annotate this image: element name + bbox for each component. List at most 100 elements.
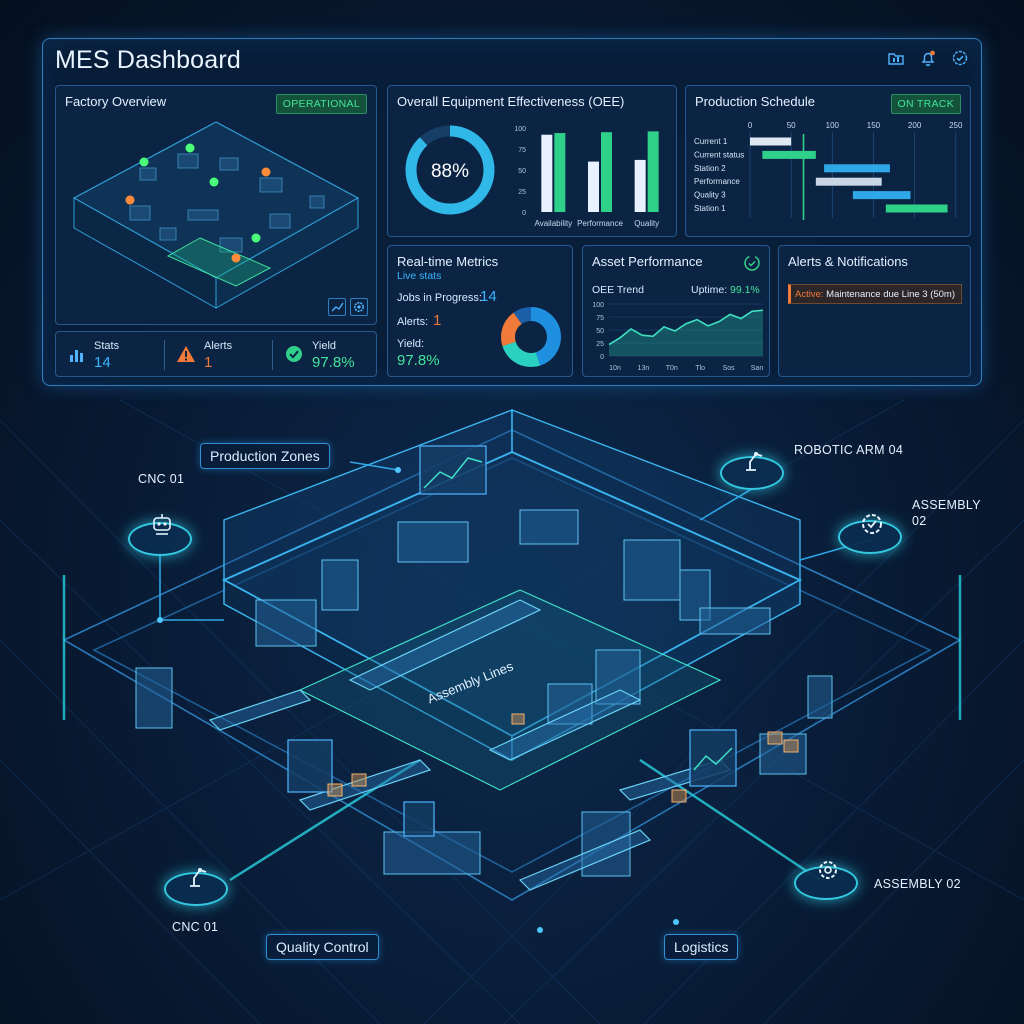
alerts-title: Alerts & Notifications xyxy=(788,254,908,269)
alert-item[interactable]: Active: Maintenance due Line 3 (50m) xyxy=(788,284,962,304)
check-circle-icon xyxy=(286,346,302,362)
asset-y-tick-label: 0 xyxy=(600,354,604,361)
schedule-row-label: Station 2 xyxy=(694,164,726,173)
bell-icon[interactable] xyxy=(919,49,937,67)
metrics-donut-slice xyxy=(501,307,561,367)
schedule-row-label: Current status xyxy=(694,150,744,159)
oee-y-tick-label: 0 xyxy=(522,210,526,217)
asset-x-tick-label: T0n xyxy=(666,365,678,372)
asset-x-tick-label: 13n xyxy=(638,365,650,372)
robotic-arm-node[interactable] xyxy=(720,452,784,490)
robot-icon xyxy=(153,514,171,535)
stat-alerts-label: Alerts xyxy=(204,340,233,352)
stat-yield-value: 97.8% xyxy=(312,354,355,371)
gear-icon xyxy=(819,861,837,879)
mes-dashboard-window: MES Dashboard Factory Overview OPERATION… xyxy=(42,38,982,386)
factory-overview-panel: Factory Overview OPERATIONAL xyxy=(55,85,377,325)
schedule-row-label: Quality 3 xyxy=(694,191,726,200)
settings-check-icon[interactable] xyxy=(951,49,969,67)
oee-bar xyxy=(541,134,553,212)
jobs-value: 14 xyxy=(480,288,497,305)
stats-divider xyxy=(272,340,273,370)
stat-jobs-label: Stats xyxy=(94,340,120,352)
robotic-arm-icon xyxy=(190,868,207,887)
asset-performance-panel: Asset Performance OEE Trend Uptime: 99.1… xyxy=(582,245,770,377)
schedule-task-bar xyxy=(852,191,911,200)
bar-chart-icon xyxy=(70,350,83,362)
cnc-node-bottom[interactable] xyxy=(164,868,228,906)
robotic-arm-icon xyxy=(746,452,763,471)
gauge-icon xyxy=(744,255,760,271)
assembly-node-right[interactable] xyxy=(838,514,902,554)
cnc-top-label: CNC 01 xyxy=(138,472,185,486)
cnc-node-top[interactable] xyxy=(128,514,192,556)
metrics-donut-slice xyxy=(501,307,561,367)
alerts-value: 1 xyxy=(433,312,442,329)
schedule-x-tick-label: 150 xyxy=(867,121,881,130)
factory-overview-map[interactable] xyxy=(70,118,362,318)
warning-icon xyxy=(177,346,195,362)
yield-label: Yield: xyxy=(397,338,425,350)
stat-jobs-value: 14 xyxy=(94,354,111,371)
uptime-label: Uptime: xyxy=(691,284,728,296)
asset-y-tick-label: 50 xyxy=(596,328,604,335)
asset-y-tick-label: 100 xyxy=(592,302,604,309)
asset-x-tick-label: San xyxy=(751,365,764,372)
asset-x-tick-label: 10n xyxy=(609,365,621,372)
schedule-task-bar xyxy=(762,150,816,159)
assembly-bottom-label: ASSEMBLY 02 xyxy=(874,877,961,891)
schedule-x-tick-label: 250 xyxy=(949,121,963,130)
schedule-task-bar xyxy=(815,177,882,186)
oee-value: 88% xyxy=(430,161,470,182)
logistics-label[interactable]: Logistics xyxy=(664,934,739,960)
asset-trend-line xyxy=(608,309,764,346)
oee-bar xyxy=(634,159,646,212)
operational-badge: OPERATIONAL xyxy=(275,94,367,114)
metrics-donut-chart[interactable] xyxy=(500,306,562,368)
schedule-task-bar xyxy=(750,137,792,146)
assembly-node-bottom[interactable] xyxy=(794,861,858,900)
asset-y-tick-label: 75 xyxy=(596,315,604,322)
schedule-title: Production Schedule xyxy=(695,94,815,109)
asset-area-fill xyxy=(609,310,763,356)
oee-category-label: Availability xyxy=(535,219,573,228)
metrics-subtitle: Live stats xyxy=(397,270,442,282)
assembly-right-label-line1: ASSEMBLY xyxy=(912,498,981,512)
folder-icon[interactable] xyxy=(887,49,905,67)
schedule-row-label: Station 1 xyxy=(694,204,726,213)
realtime-metrics-panel: Real-time Metrics Live stats Jobs in Pro… xyxy=(387,245,573,377)
metrics-donut-slice xyxy=(501,307,561,367)
quality-control-label[interactable]: Quality Control xyxy=(266,934,379,960)
robotic-arm-label: ROBOTIC ARM 04 xyxy=(794,443,904,457)
oee-y-tick-label: 25 xyxy=(518,189,526,196)
stat-alerts-value: 1 xyxy=(204,354,213,371)
schedule-task-bar xyxy=(885,204,948,213)
stat-yield-label: Yield xyxy=(312,340,337,352)
cnc-bottom-label: CNC 01 xyxy=(172,920,219,934)
oee-category-label: Performance xyxy=(577,219,623,228)
oee-panel: Overall Equipment Effectiveness (OEE) 88… xyxy=(387,85,677,237)
assembly-right-label-line2: 02 xyxy=(912,514,927,528)
oee-donut[interactable] xyxy=(402,122,498,218)
dashboard-toolbar xyxy=(887,49,969,67)
gear-check-icon xyxy=(862,514,882,534)
oee-trend-label: OEE Trend xyxy=(592,284,644,296)
production-zones-label[interactable]: Production Zones xyxy=(200,443,330,469)
jobs-label: Jobs in Progress: xyxy=(397,292,482,304)
oee-bar xyxy=(647,131,659,212)
oee-bar xyxy=(554,133,566,212)
trend-icon[interactable] xyxy=(328,298,346,316)
gear-icon[interactable] xyxy=(350,298,368,316)
alerts-notifications-panel: Alerts & Notifications Active: Maintenan… xyxy=(778,245,971,377)
oee-title: Overall Equipment Effectiveness (OEE) xyxy=(397,94,625,109)
oee-y-tick-label: 100 xyxy=(514,126,526,133)
stats-strip: Stats 14 Alerts 1 Yield 97.8% xyxy=(55,331,377,377)
factory-overview-title: Factory Overview xyxy=(65,94,167,109)
alert-active-label: Active: xyxy=(795,289,824,300)
schedule-row-label: Performance xyxy=(694,177,740,186)
